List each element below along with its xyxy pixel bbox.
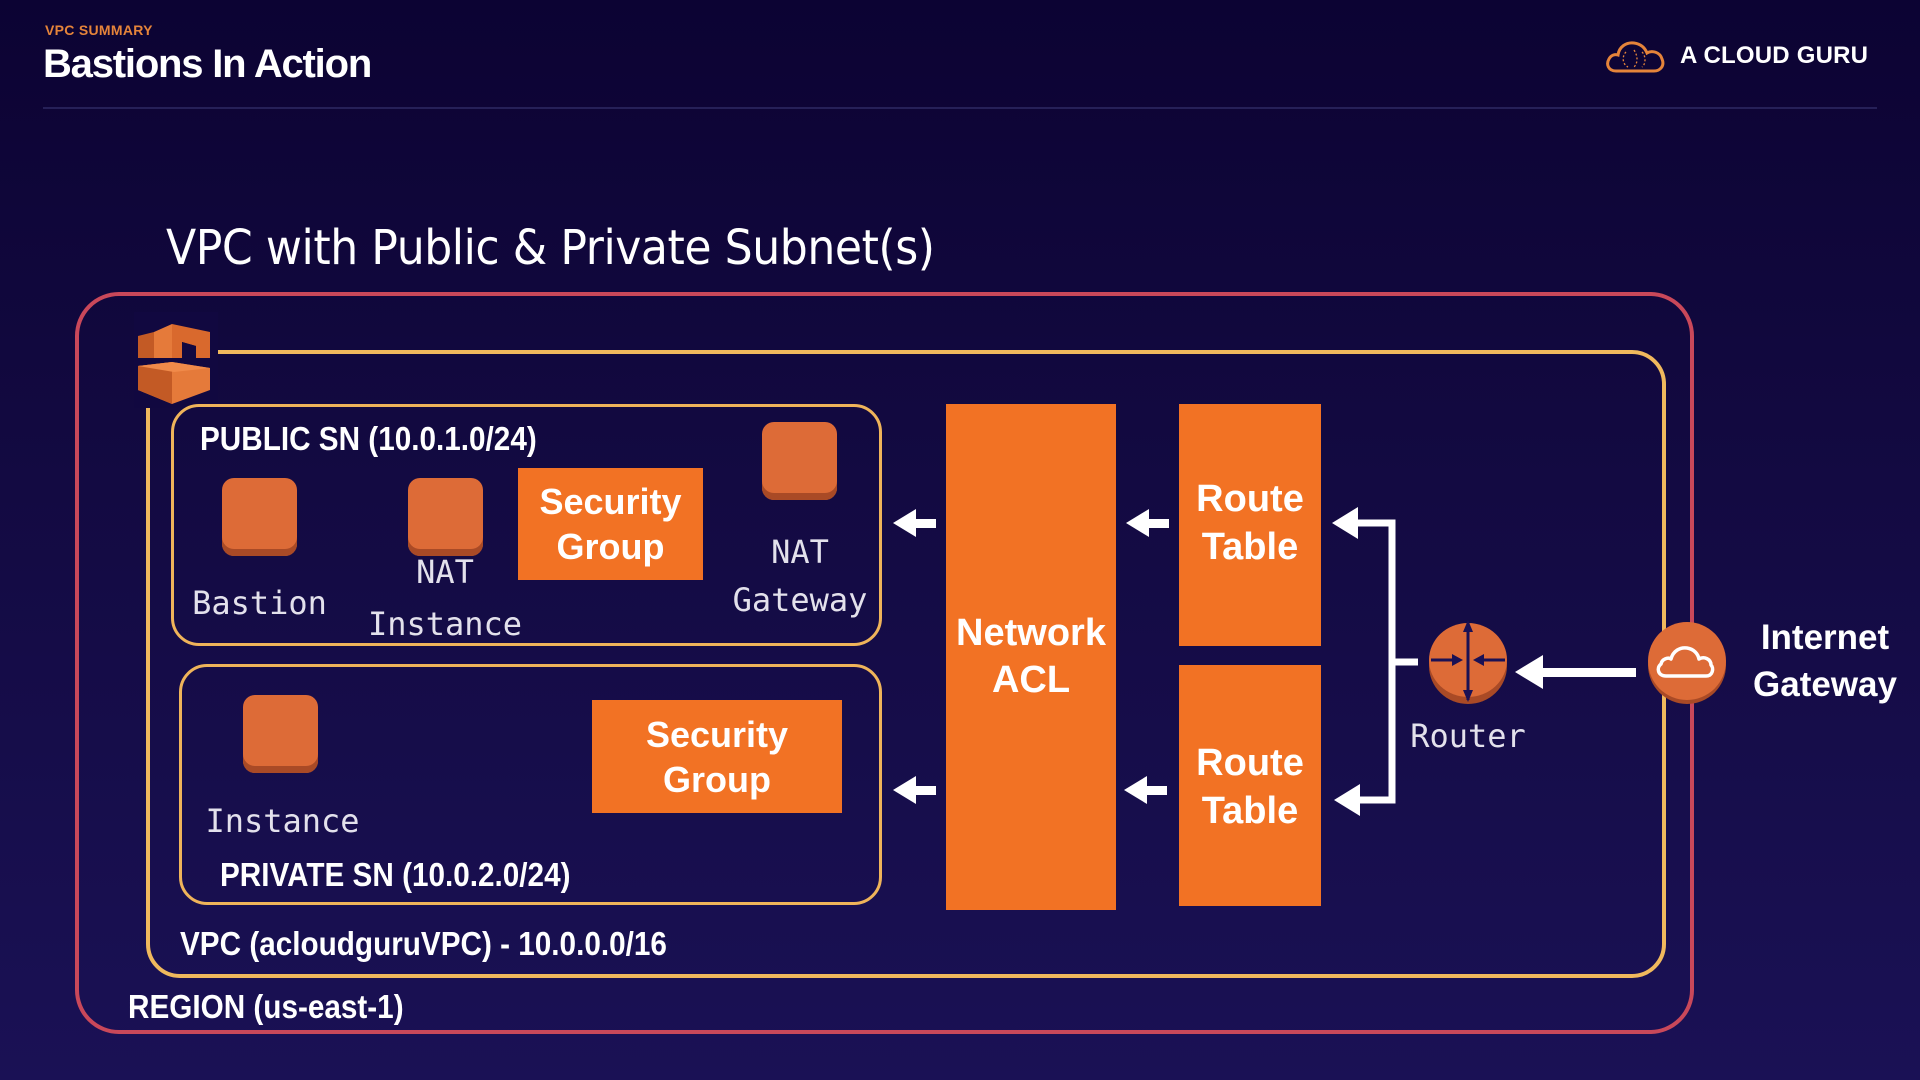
private-instance-label: Instance xyxy=(205,802,360,840)
bastion-instance-icon[interactable] xyxy=(222,478,297,556)
nat-instance-icon[interactable] xyxy=(408,478,483,556)
network-acl[interactable]: Network ACL xyxy=(946,404,1116,910)
public-security-group[interactable]: Security Group xyxy=(518,468,703,580)
arrow-igw-to-router xyxy=(1515,655,1636,689)
network-acl-line2: ACL xyxy=(991,659,1071,701)
page-title: Bastions In Action xyxy=(43,42,372,86)
header-divider xyxy=(43,107,1877,109)
brand-logo: A CLOUD GURU xyxy=(1604,34,1868,78)
arrow-nacl-to-public xyxy=(893,509,936,537)
internet-gateway-label-line2: Gateway xyxy=(1753,665,1897,705)
internet-gateway-icon[interactable] xyxy=(1648,622,1726,704)
private-security-group-line2: Group xyxy=(663,758,771,800)
private-subnet xyxy=(179,664,882,905)
public-subnet xyxy=(171,404,882,646)
brand-name: A CLOUD GURU xyxy=(1680,42,1869,69)
vpc-label: VPC (acloudguruVPC) - 10.0.0.0/16 xyxy=(180,925,667,962)
arrow-nacl-to-private xyxy=(893,776,936,804)
route-table-1-line1: Route xyxy=(1196,478,1304,520)
private-subnet-label: PRIVATE SN (10.0.2.0/24) xyxy=(220,856,571,893)
route-table-2-line2: Table xyxy=(1201,789,1299,832)
bastion-label: Bastion xyxy=(192,584,327,622)
internet-gateway-label-line1: Internet xyxy=(1760,618,1890,657)
private-security-group[interactable]: Security Group xyxy=(592,700,842,813)
public-subnet-label: PUBLIC SN (10.0.1.0/24) xyxy=(200,420,537,457)
router-icon[interactable] xyxy=(1429,620,1507,704)
private-security-group-line1: Security xyxy=(645,713,789,755)
nat-instance-label-line2: Instance xyxy=(367,605,523,643)
section-eyebrow: VPC SUMMARY xyxy=(45,22,153,38)
internet-gateway-label: Internet Gateway xyxy=(1740,614,1910,709)
router-bracket xyxy=(1350,519,1418,804)
router-label: Router xyxy=(1410,717,1526,755)
arrow-router-to-rt2 xyxy=(1334,784,1360,816)
private-instance-icon[interactable] xyxy=(243,695,318,773)
diagram-title: VPC with Public & Private Subnet(s) xyxy=(166,220,935,276)
nat-gateway-label-line2: Gateway xyxy=(732,581,868,619)
nat-gateway-label-line1: NAT xyxy=(771,533,829,571)
public-security-group-line1: Security xyxy=(539,481,682,522)
nat-instance-label-line1: NAT xyxy=(416,553,474,591)
route-table-public[interactable]: Route Table xyxy=(1179,404,1321,646)
region-label: REGION (us-east-1) xyxy=(128,988,404,1025)
route-table-2-line1: Route xyxy=(1196,742,1304,784)
network-acl-line1: Network xyxy=(956,611,1106,654)
arrow-rt1-to-nacl xyxy=(1126,509,1169,537)
public-security-group-line2: Group xyxy=(556,526,665,567)
route-table-private[interactable]: Route Table xyxy=(1179,665,1321,906)
nat-gateway-icon[interactable] xyxy=(762,422,837,500)
arrow-rt2-to-nacl xyxy=(1124,776,1167,804)
cloud-logo-icon xyxy=(1606,41,1665,73)
route-table-1-line2: Table xyxy=(1201,525,1299,568)
vpc-icon xyxy=(134,312,218,408)
arrow-router-to-rt1 xyxy=(1332,507,1358,539)
